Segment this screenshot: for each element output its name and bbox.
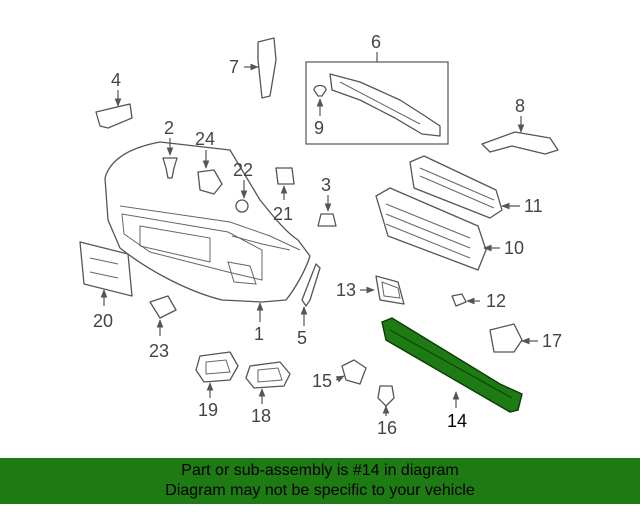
clip-part-3[interactable] [317,213,337,227]
callout-15: 15 [312,371,332,391]
bracket-part-8[interactable] [481,131,559,155]
callout-23: 23 [149,341,169,361]
callout-7: 7 [229,57,239,77]
callout-11: 11 [524,196,543,216]
callout-1: 1 [254,324,264,344]
footer-line-1: Part or sub-assembly is #14 in diagram [181,462,459,479]
stay-part-7[interactable] [257,37,277,99]
callout-10: 10 [504,238,524,258]
parts-diagram: 1 2 3 4 5 6 9 7 8 [79,32,562,438]
grille-insert-part-11[interactable] [409,155,503,219]
callout-12: 12 [486,291,506,311]
bezel-part-19[interactable] [195,351,239,383]
bracket-part-23[interactable] [149,295,177,319]
bracket-part-15[interactable] [341,359,367,385]
clip-part-12[interactable] [451,293,467,307]
callout-21: 21 [273,204,293,224]
bracket-part-13[interactable] [375,275,405,305]
callout-18: 18 [251,406,271,426]
reinforcement-part-14[interactable] [381,317,523,413]
callout-8: 8 [515,96,525,116]
bezel-part-18[interactable] [245,361,291,389]
callout-20: 20 [93,311,113,331]
sub-assembly-box-6[interactable] [305,61,449,145]
callout-19: 19 [198,400,218,420]
sensor-part-24[interactable] [197,169,223,195]
highlight-footer-banner: Part or sub-assembly is #14 in diagram D… [0,458,640,504]
callout-24: 24 [195,129,215,149]
callout-4: 4 [111,70,121,90]
footer-line-2: Diagram may not be specific to your vehi… [165,482,475,499]
clip-part-2[interactable] [162,157,178,179]
clip-part-16[interactable] [377,385,395,407]
callout-9: 9 [314,118,324,138]
grommet-part-22[interactable] [235,199,249,213]
bracket-part-21[interactable] [275,167,295,185]
bumper-cover-part[interactable] [104,141,311,303]
callout-5: 5 [297,328,307,348]
callout-22: 22 [233,160,253,180]
callout-3: 3 [321,175,331,195]
seal-part-5[interactable] [301,263,321,307]
socket-part-17[interactable] [489,323,523,353]
callout-6: 6 [371,32,381,52]
license-bracket-part-20[interactable] [79,241,133,297]
callout-16: 16 [377,418,397,438]
callout-2: 2 [164,118,174,138]
bracket-part-4[interactable] [95,103,133,129]
callout-17: 17 [542,331,562,351]
callout-14: 14 [447,411,467,431]
callout-13: 13 [336,280,356,300]
